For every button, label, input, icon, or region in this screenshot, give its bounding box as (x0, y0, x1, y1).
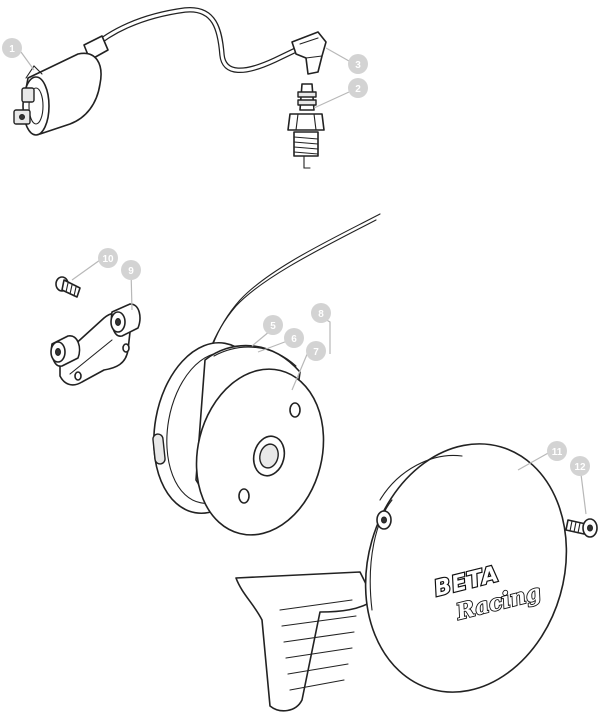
svg-text:10: 10 (102, 254, 114, 265)
svg-text:6: 6 (291, 334, 297, 345)
svg-text:7: 7 (313, 347, 319, 358)
svg-text:3: 3 (355, 60, 361, 71)
flywheel-stator-assembly (152, 341, 325, 536)
callout-11: 11 (547, 441, 567, 461)
svg-text:2: 2 (355, 84, 361, 95)
svg-text:8: 8 (318, 309, 324, 320)
callout-10: 10 (98, 248, 118, 268)
flywheel-cover: BETA Racing (235, 443, 568, 712)
callout-5: 5 (263, 315, 283, 335)
callout-1: 1 (2, 38, 22, 58)
callout-8: 8 (311, 303, 331, 323)
callout-12: 12 (570, 456, 590, 476)
spark-plug-cap (291, 31, 327, 75)
mounting-bracket (50, 303, 141, 386)
callout-2: 2 (348, 78, 368, 98)
callout-6: 6 (284, 328, 304, 348)
callout-9: 9 (121, 260, 141, 280)
leader-lines (20, 47, 587, 515)
svg-text:9: 9 (128, 266, 134, 277)
bracket-screw (55, 276, 81, 298)
ignition-coil (13, 7, 303, 136)
callout-3: 3 (348, 54, 368, 74)
svg-text:11: 11 (552, 447, 563, 458)
callout-7: 7 (306, 341, 326, 361)
svg-text:5: 5 (270, 321, 276, 332)
cover-screw (565, 518, 598, 538)
spark-plug (287, 83, 325, 169)
svg-text:12: 12 (574, 462, 586, 473)
svg-text:1: 1 (9, 44, 15, 55)
